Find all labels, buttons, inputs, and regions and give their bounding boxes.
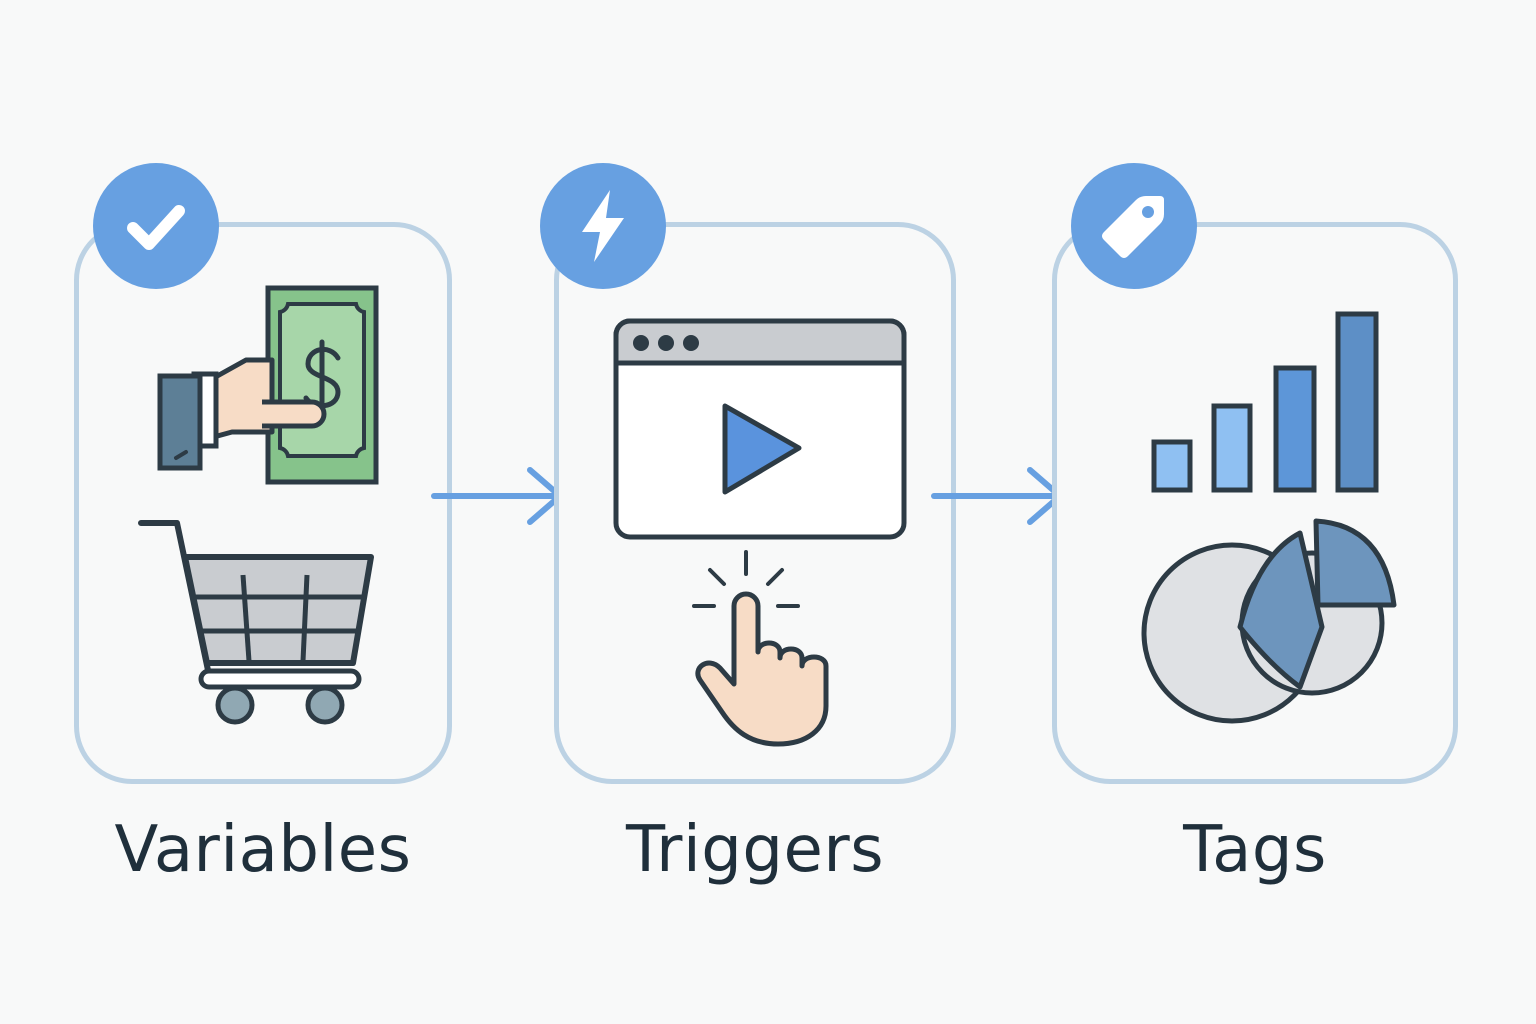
pointing-hand-click-icon xyxy=(692,550,829,747)
lightning-bolt-icon xyxy=(582,190,624,262)
tags-label: Tags xyxy=(1183,813,1327,887)
triggers-label: Triggers xyxy=(625,813,885,887)
triggers-badge xyxy=(540,163,666,289)
variables-badge xyxy=(93,163,219,289)
variables-label: Variables xyxy=(114,813,412,887)
variables-card xyxy=(74,222,452,784)
bar-chart-icon xyxy=(1151,311,1379,493)
check-icon xyxy=(127,205,185,250)
video-player-window-icon xyxy=(613,318,907,540)
arrow-right-icon xyxy=(931,467,1063,525)
tags-badge xyxy=(1071,163,1197,289)
shopping-cart-icon xyxy=(138,520,374,725)
pie-chart-icon xyxy=(1141,518,1397,724)
price-tag-icon xyxy=(1102,196,1164,258)
hand-with-money-icon xyxy=(157,285,379,485)
arrow-right-icon xyxy=(431,467,563,525)
